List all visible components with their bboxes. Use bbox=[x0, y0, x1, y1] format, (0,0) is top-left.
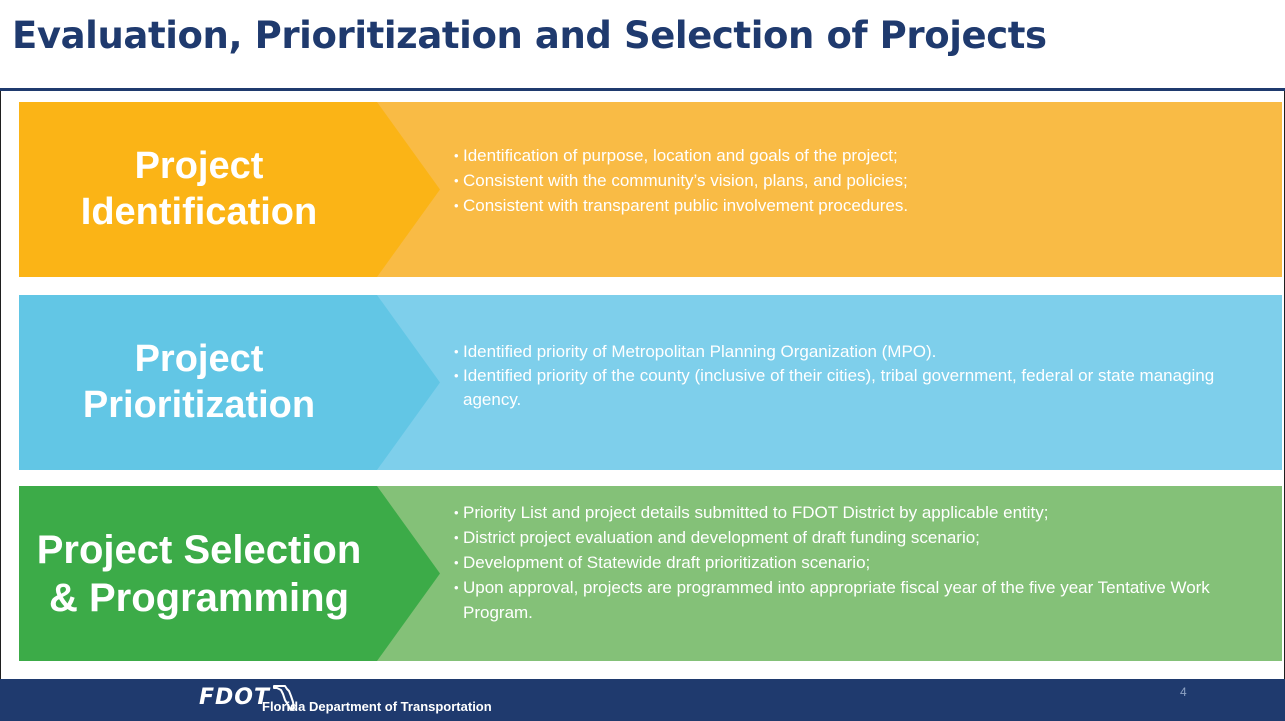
stage-project-prioritization: Project Prioritization Identified priori… bbox=[19, 295, 1282, 470]
stage-bullet-list: Priority List and project details submit… bbox=[454, 500, 1274, 625]
title-bar: Evaluation, Prioritization and Selection… bbox=[0, 0, 1285, 88]
stage-chevron bbox=[19, 102, 440, 277]
stage-chevron bbox=[19, 295, 440, 470]
florida-state-outline-icon bbox=[273, 685, 295, 711]
bullet-item: Consistent with the community’s vision, … bbox=[454, 168, 1274, 193]
bullet-item: Upon approval, projects are programmed i… bbox=[454, 575, 1274, 625]
stage-project-identification: Project Identification Identification of… bbox=[19, 102, 1282, 277]
stage-bullet-list: Identification of purpose, location and … bbox=[454, 143, 1274, 218]
footer-bar: FDOT Florida Department of Transportatio… bbox=[0, 679, 1285, 721]
fdot-logo: FDOT bbox=[199, 682, 298, 712]
slide-title: Evaluation, Prioritization and Selection… bbox=[12, 14, 1047, 57]
bullet-item: Identification of purpose, location and … bbox=[454, 143, 1274, 168]
stage-bullet-list: Identified priority of Metropolitan Plan… bbox=[454, 340, 1274, 412]
stage-label-line: Project Selection bbox=[36, 527, 362, 572]
bullet-item: Identified priority of Metropolitan Plan… bbox=[454, 340, 1274, 364]
bullet-item: Identified priority of the county (inclu… bbox=[454, 364, 1274, 412]
bullet-item: Development of Statewide draft prioritiz… bbox=[454, 550, 1274, 575]
page-number: 4 bbox=[1180, 685, 1187, 699]
stage-chevron bbox=[19, 486, 440, 661]
stage-label: Project Prioritization bbox=[19, 295, 379, 470]
stage-label-line: Project bbox=[134, 337, 264, 380]
stage-label-line: Prioritization bbox=[82, 383, 316, 426]
bullet-item: Priority List and project details submit… bbox=[454, 500, 1274, 525]
stage-label-line: Identification bbox=[80, 190, 318, 233]
stage-label: Project Selection & Programming bbox=[19, 486, 379, 661]
stage-project-selection-programming: Project Selection & Programming Priority… bbox=[19, 486, 1282, 661]
bullet-item: District project evaluation and developm… bbox=[454, 525, 1274, 550]
fdot-logo-text: FDOT bbox=[199, 684, 270, 710]
title-divider bbox=[0, 88, 1285, 91]
stage-label-line: & Programming bbox=[48, 575, 350, 620]
stage-label: Project Identification bbox=[19, 102, 379, 277]
stage-label-line: Project bbox=[134, 144, 264, 187]
organization-name: Florida Department of Transportation bbox=[262, 699, 492, 714]
bullet-item: Consistent with transparent public invol… bbox=[454, 193, 1274, 218]
